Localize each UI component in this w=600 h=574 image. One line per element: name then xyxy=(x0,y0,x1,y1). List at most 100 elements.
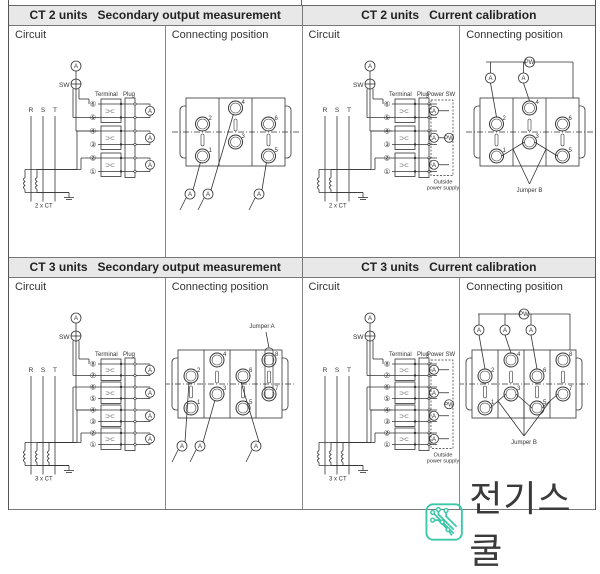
terminal-dot xyxy=(413,374,416,377)
circuit-label: Circuit xyxy=(308,29,340,41)
contact-symbol: ⊃⊂ xyxy=(105,136,115,142)
ammeter-label: PW xyxy=(444,402,454,408)
terminal-label: Terminal xyxy=(95,92,118,98)
plug-dot xyxy=(133,129,137,133)
ammeter-label: A xyxy=(198,444,202,450)
terminal-block xyxy=(394,404,415,427)
slot xyxy=(535,385,540,399)
ammeter-icon xyxy=(145,387,155,398)
diagram-line xyxy=(184,381,190,443)
terminal-pin-inner xyxy=(229,136,241,148)
phase-label: S xyxy=(334,107,339,114)
plug-block xyxy=(418,357,429,451)
ct-coil-icon xyxy=(340,450,344,463)
terminal-dot xyxy=(119,374,123,377)
phase-label: R xyxy=(322,367,327,374)
ammeter-label: A xyxy=(148,136,152,142)
terminal-number: ⑧ xyxy=(383,360,390,369)
ammeter-label: A xyxy=(188,192,192,198)
terminal-pin-inner xyxy=(211,388,223,400)
connecting-label: Connecting position xyxy=(466,29,563,41)
outside-supply-label: Outside xyxy=(433,453,452,459)
terminal-pin-inner xyxy=(196,150,208,162)
pin-number: 1 xyxy=(503,148,507,154)
ammeter-icon xyxy=(443,399,454,410)
pin-number: 1 xyxy=(197,400,201,406)
terminal-number: ⑤ xyxy=(383,394,390,403)
outside-supply-label: power supply xyxy=(426,459,459,465)
ammeter-icon xyxy=(250,440,262,452)
ammeter-icon xyxy=(145,105,155,116)
diagram-line xyxy=(523,400,551,437)
ammeter-icon xyxy=(145,132,155,143)
slot xyxy=(188,385,193,399)
jumper-b-label: Jumper B xyxy=(517,188,543,194)
terminal-pin-inner xyxy=(263,388,275,400)
contact-symbol: ⊃⊂ xyxy=(399,163,409,169)
plug-block xyxy=(418,97,429,178)
ammeter-label: A xyxy=(522,76,526,82)
terminal-number: ③ xyxy=(90,140,97,149)
terminal-pin-inner xyxy=(185,402,197,414)
plug-dot xyxy=(133,116,137,120)
terminal-dot xyxy=(413,431,416,435)
ammeter-icon xyxy=(184,188,196,200)
connecting-label: Connecting position xyxy=(171,29,269,41)
diagram-line xyxy=(240,381,260,443)
terminal-number: ① xyxy=(90,440,97,449)
diagram-line xyxy=(478,334,486,370)
terminal-block xyxy=(394,152,415,177)
ammeter-label: A xyxy=(431,109,435,115)
ammeter-icon xyxy=(145,433,155,444)
phase-label: T xyxy=(53,367,57,374)
plug-dot xyxy=(133,385,137,389)
ammeter-label: A xyxy=(180,444,184,450)
contact-symbol: ⊃⊂ xyxy=(105,163,115,169)
terminal-dot xyxy=(413,156,416,160)
plug-dot xyxy=(133,443,137,447)
terminal-block xyxy=(100,381,122,404)
terminal-pin-inner xyxy=(524,102,536,114)
terminal-block xyxy=(394,98,415,123)
diagram-line xyxy=(261,161,267,191)
contact-symbol: ⊃⊂ xyxy=(399,437,409,443)
diagram-line xyxy=(189,449,197,463)
ct-coil-icon xyxy=(316,450,320,463)
terminal-label: Terminal xyxy=(389,92,412,98)
terminal-number: ③ xyxy=(90,417,97,426)
pin-number: 3 xyxy=(536,134,540,140)
terminal-pin-inner xyxy=(237,370,249,382)
ammeter-label: PW xyxy=(519,312,529,318)
sw-label: SW xyxy=(353,334,364,341)
diagram-line xyxy=(179,197,187,211)
ammeter-label: PW xyxy=(444,136,454,142)
terminal-dot xyxy=(413,116,416,119)
pin-number: 5 xyxy=(569,148,573,154)
pin-number: 8 xyxy=(275,352,279,358)
terminal-dot xyxy=(413,443,416,446)
ammeter-label: A xyxy=(148,109,152,115)
terminal-dot xyxy=(119,408,123,412)
diagram-line xyxy=(248,197,256,211)
slot xyxy=(560,133,565,147)
terminal-number: ⑥ xyxy=(90,100,97,109)
ammeter-label: A xyxy=(529,328,533,334)
circuit-label: Circuit xyxy=(308,281,340,293)
phase-label: T xyxy=(347,367,351,374)
terminal-pin-inner xyxy=(196,118,208,130)
terminal-block xyxy=(394,358,415,381)
contact-symbol: ⊃⊂ xyxy=(105,391,115,397)
